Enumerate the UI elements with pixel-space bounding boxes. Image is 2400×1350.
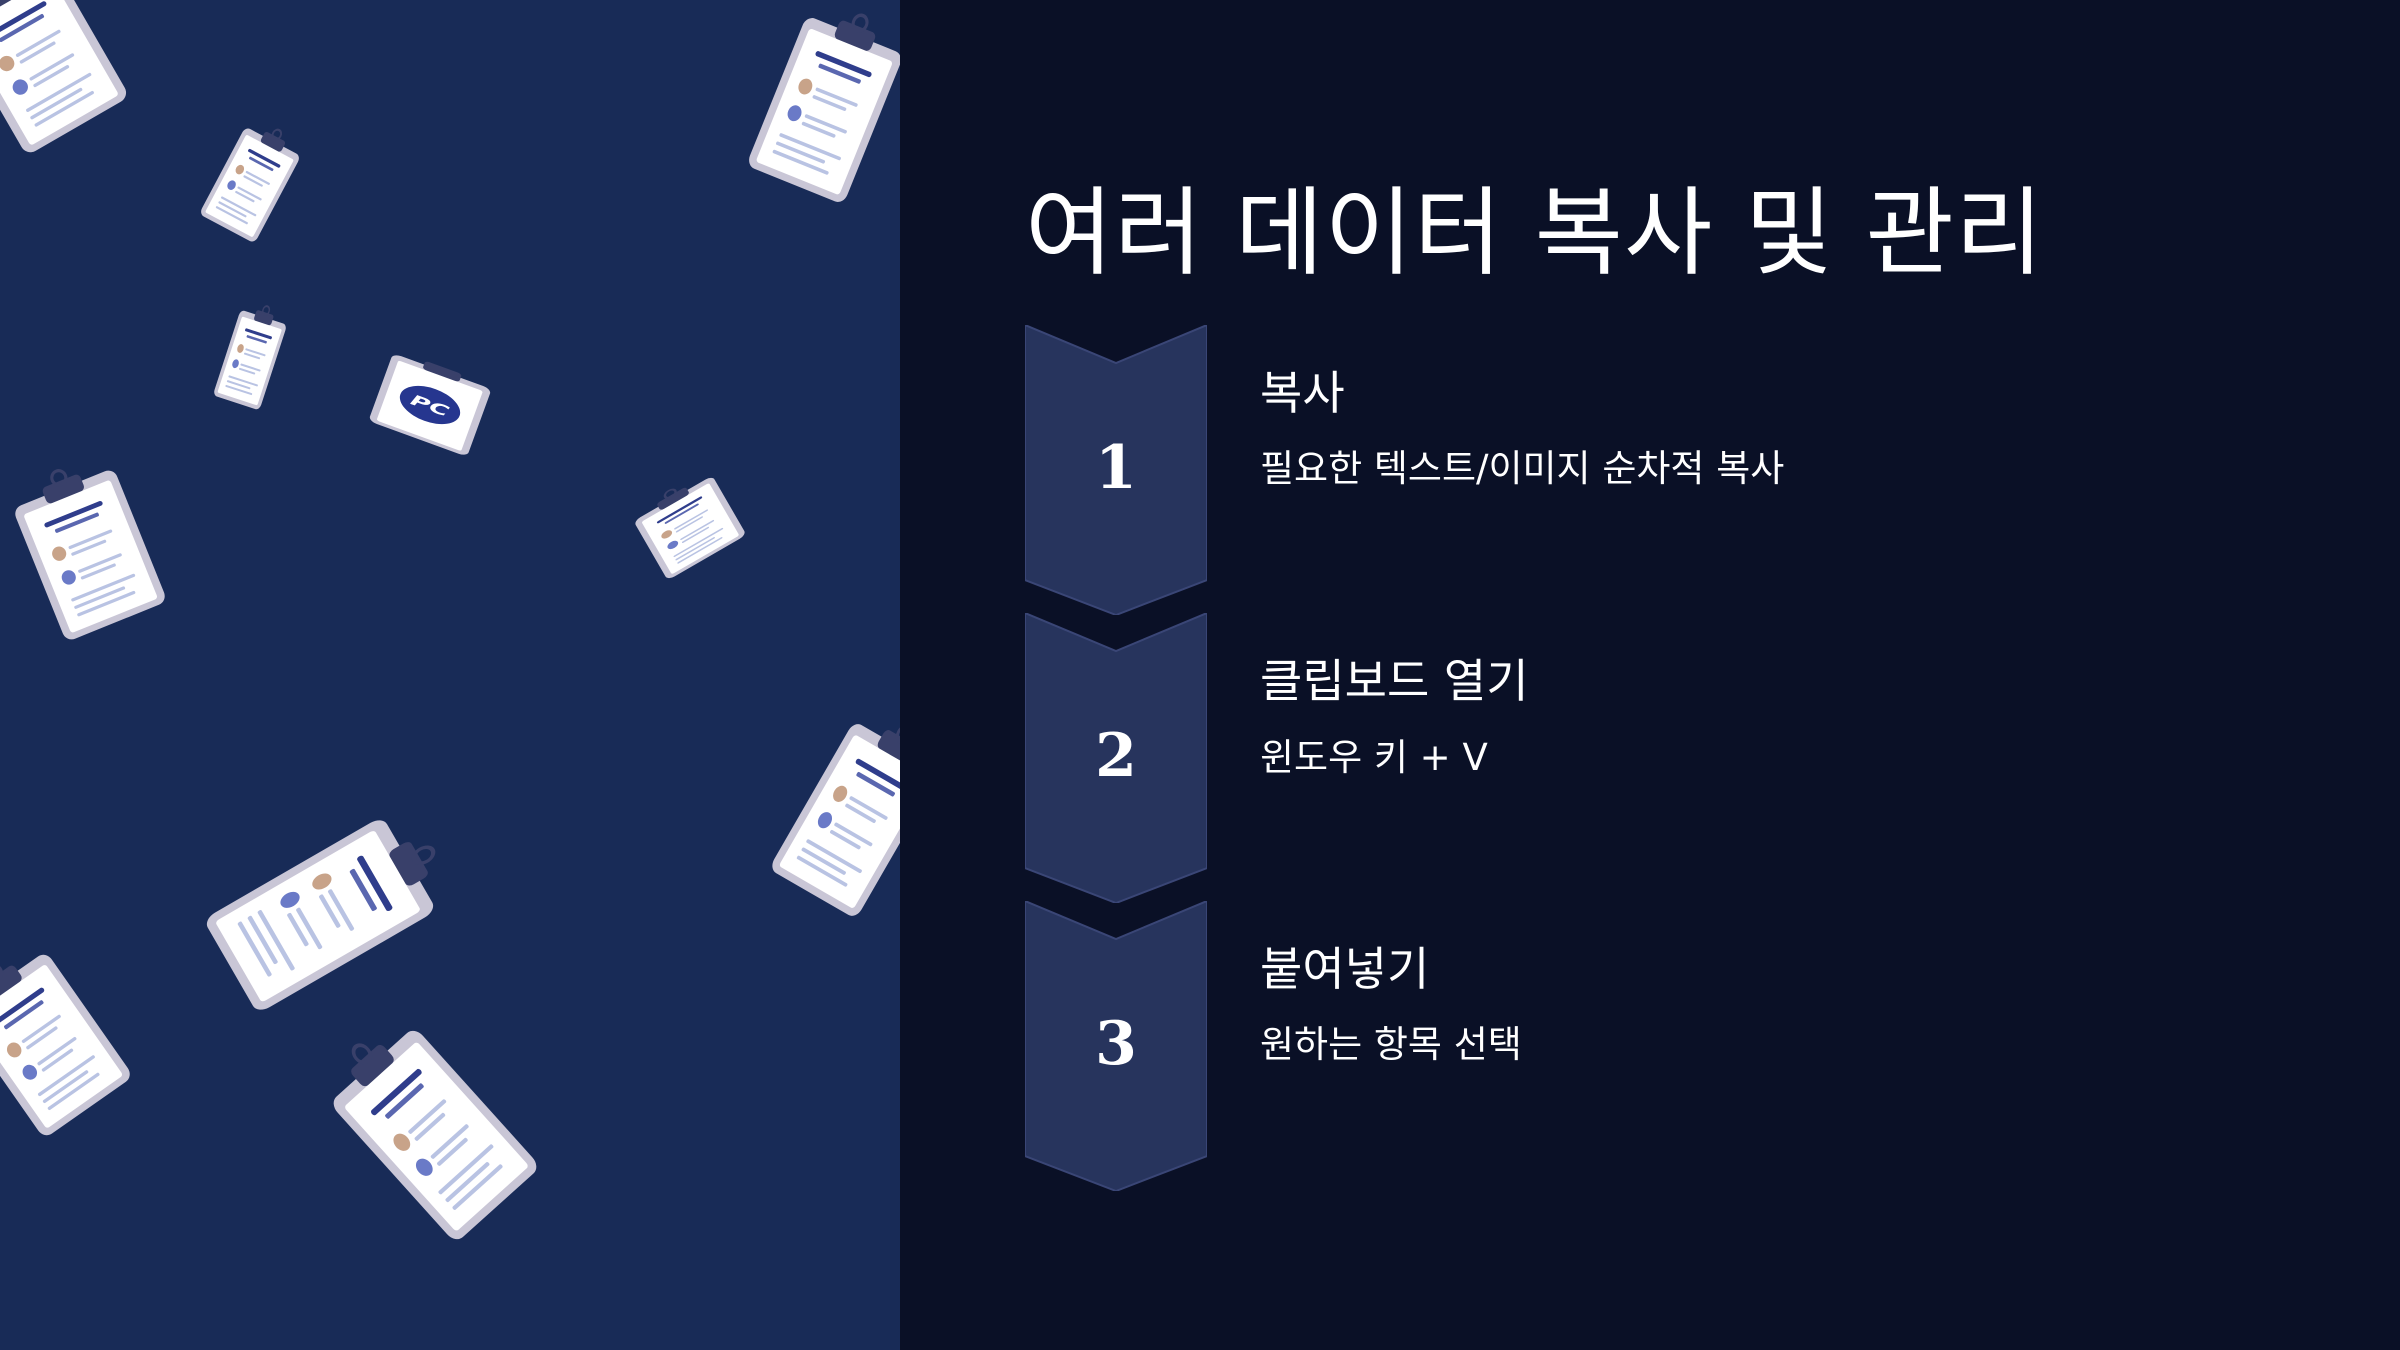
clipboard-icon: PC xyxy=(369,355,491,455)
clipboard-illustration: PC xyxy=(0,0,900,1350)
step-3-title: 붙여넣기 xyxy=(1260,942,1430,996)
clipboard-icon xyxy=(0,933,136,1141)
clipboard-icon xyxy=(3,449,170,644)
step-2-title: 클립보드 열기 xyxy=(1260,654,1529,708)
clipboard-icon xyxy=(766,700,900,922)
clipboard-icon xyxy=(0,0,132,158)
step-2-number: 2 xyxy=(1095,721,1137,791)
slide-title: 여러 데이터 복사 및 관리 xyxy=(1025,177,2045,289)
step-1-description: 필요한 텍스트/이미지 순차적 복사 xyxy=(1260,447,1785,490)
step-3-number: 3 xyxy=(1095,1009,1137,1079)
step-2-chevron: 2 xyxy=(1025,613,1207,903)
clipboard-icon xyxy=(211,297,292,412)
step-1-chevron: 1 xyxy=(1025,325,1207,615)
step-1-number: 1 xyxy=(1095,433,1137,503)
step-3-description: 원하는 항목 선택 xyxy=(1260,1023,1522,1066)
step-3-chevron: 3 xyxy=(1025,901,1207,1191)
clipboard-icon xyxy=(744,0,900,207)
clipboard-icon xyxy=(627,466,748,582)
step-1-title: 복사 xyxy=(1260,366,1345,420)
step-2-description: 윈도우 키 + V xyxy=(1260,736,1488,779)
clipboard-icon xyxy=(311,1006,543,1246)
clipboard-icon xyxy=(197,114,309,245)
clipboard-icon xyxy=(203,803,460,1014)
